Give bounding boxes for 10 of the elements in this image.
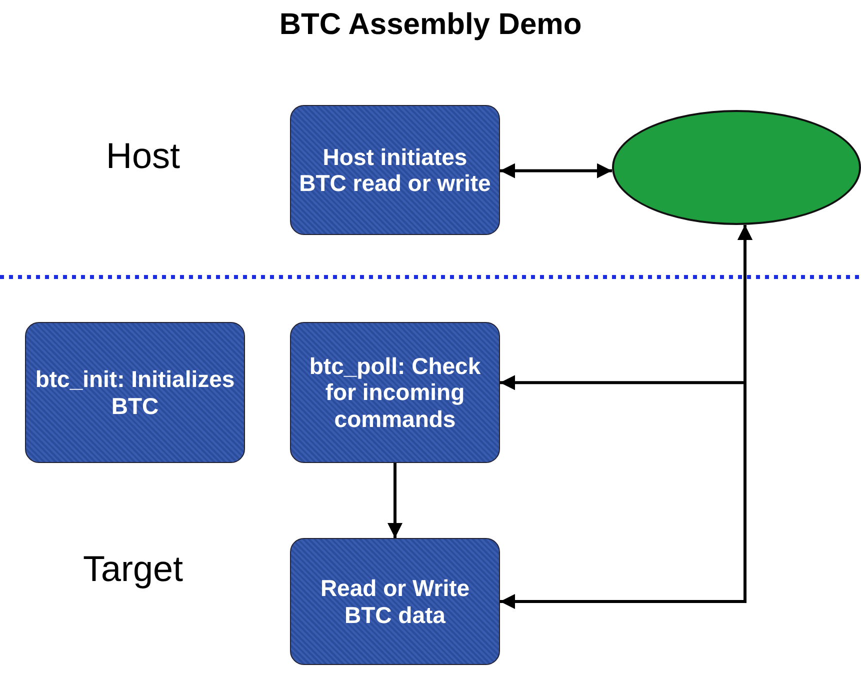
arrow <box>500 225 752 609</box>
process-box: Host initiates BTC read or write <box>290 105 500 235</box>
process-box: Read or Write BTC data <box>290 538 500 665</box>
section-label: Host <box>106 135 180 177</box>
section-label: Target <box>83 548 184 590</box>
process-box: btc_poll: Check for incoming commands <box>290 322 500 463</box>
title: BTC Assembly Demo <box>278 8 583 42</box>
arrow <box>500 163 612 178</box>
process-box: btc_init: Initializes BTC <box>25 322 245 463</box>
arrow <box>388 463 402 538</box>
